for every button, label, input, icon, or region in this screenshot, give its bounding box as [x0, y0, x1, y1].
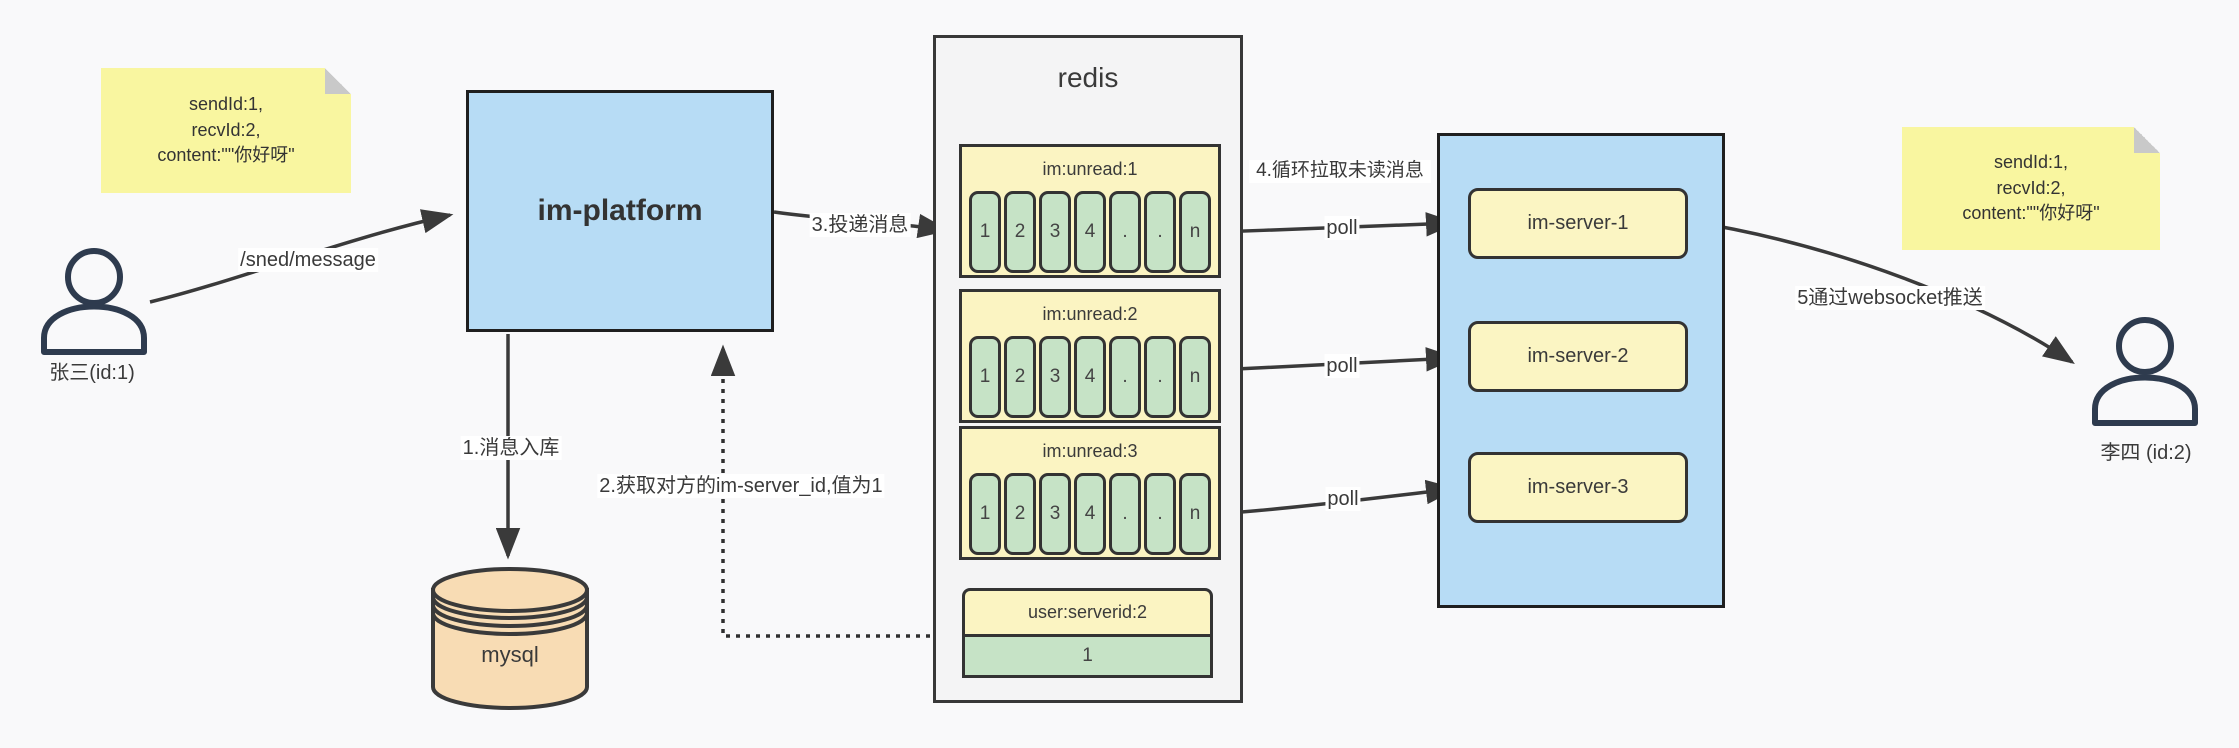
- step5-label: 5通过websocket推送: [1795, 286, 1985, 310]
- note-fold-corner-icon: [2134, 127, 2160, 153]
- poll-label-2: poll: [1324, 354, 1360, 378]
- note-line: recvId:2,: [191, 119, 261, 140]
- arrow-websocket-push: [1687, 219, 2075, 364]
- note-line: recvId:2,: [1996, 177, 2066, 198]
- im-server-1-box: im-server-1: [1468, 188, 1688, 259]
- queue-cell: .: [1144, 473, 1176, 555]
- redis-user-serverid-block: user:serverid:2 1: [962, 588, 1213, 678]
- queue-cell: .: [1144, 191, 1176, 273]
- queue-header: im:unread:2: [1042, 303, 1138, 324]
- queue-cell: 3: [1039, 336, 1071, 418]
- receiver-person-icon: [2092, 317, 2198, 426]
- note-line: sendId:1,: [1993, 152, 2069, 173]
- mysql-cylinder-icon: [431, 567, 589, 710]
- redis-title: redis: [1057, 62, 1119, 93]
- message-note-right: sendId:1, recvId:2, content:""你好呀": [1902, 127, 2160, 250]
- queue-cell: n: [1179, 191, 1211, 273]
- queue-header: im:unread:1: [1042, 158, 1138, 179]
- im-server-3-box: im-server-3: [1468, 452, 1688, 523]
- queue-cell: 2: [1004, 473, 1036, 555]
- im-platform-label: im-platform: [537, 194, 703, 227]
- queue-cell: .: [1109, 336, 1141, 418]
- im-server-group: im-server-1 im-server-2 im-server-3: [1437, 133, 1725, 608]
- note-line: content:""你好呀": [157, 145, 295, 166]
- step1-label: 1.消息入库: [460, 436, 562, 460]
- queue-cell: .: [1109, 473, 1141, 555]
- queue-cell: 2: [1004, 191, 1036, 273]
- im-server-2-box: im-server-2: [1468, 321, 1688, 392]
- poll-label-1: poll: [1324, 216, 1360, 240]
- user-serverid-key: user:serverid:2: [962, 588, 1213, 634]
- queue-cell: 3: [1039, 191, 1071, 273]
- queue-cell: n: [1179, 473, 1211, 555]
- note-text: sendId:1, recvId:2, content:""你好呀": [1962, 150, 2099, 227]
- queue-cell: 4: [1074, 336, 1106, 418]
- queue-cell: 1: [969, 191, 1001, 273]
- send-api-label: /sned/message: [238, 248, 378, 272]
- queue-cell: 1: [969, 336, 1001, 418]
- queue-cells: 1 2 3 4 . . n: [962, 191, 1218, 273]
- queue-cell: 3: [1039, 473, 1071, 555]
- queue-cells: 1 2 3 4 . . n: [962, 473, 1218, 555]
- user-serverid-value: 1: [962, 634, 1213, 678]
- step2-label: 2.获取对方的im-server_id,值为1: [597, 474, 885, 498]
- queue-cell: 2: [1004, 336, 1036, 418]
- mysql-label: mysql: [481, 642, 539, 667]
- redis-queue-unread-1: im:unread:1 1 2 3 4 . . n: [959, 144, 1221, 278]
- note-line: sendId:1,: [188, 94, 264, 115]
- queue-cell: 4: [1074, 191, 1106, 273]
- queue-cell: 1: [969, 473, 1001, 555]
- sender-person-icon: [41, 248, 147, 355]
- sender-name-label: 张三(id:1): [49, 362, 135, 384]
- redis-container: redis im:unread:1 1 2 3 4 . . n im:unrea…: [933, 35, 1243, 703]
- queue-cells: 1 2 3 4 . . n: [962, 336, 1218, 418]
- step4-label: 4.循环拉取未读消息: [1249, 160, 1431, 183]
- note-fold-corner-icon: [325, 68, 351, 94]
- poll-label-3: poll: [1325, 487, 1361, 511]
- queue-cell: .: [1144, 336, 1176, 418]
- im-platform-box: im-platform: [466, 90, 774, 332]
- redis-queue-unread-2: im:unread:2 1 2 3 4 . . n: [959, 289, 1221, 423]
- redis-queue-unread-3: im:unread:3 1 2 3 4 . . n: [959, 426, 1221, 560]
- message-note-left: sendId:1, recvId:2, content:""你好呀": [101, 68, 351, 193]
- receiver-name-label: 李四 (id:2): [2100, 442, 2192, 464]
- queue-cell: n: [1179, 336, 1211, 418]
- step3-label: 3.投递消息: [809, 213, 911, 237]
- queue-header: im:unread:3: [1042, 440, 1138, 461]
- queue-cell: .: [1109, 191, 1141, 273]
- note-text: sendId:1, recvId:2, content:""你好呀": [157, 92, 294, 169]
- queue-cell: 4: [1074, 473, 1106, 555]
- note-line: content:""你好呀": [1962, 203, 2100, 224]
